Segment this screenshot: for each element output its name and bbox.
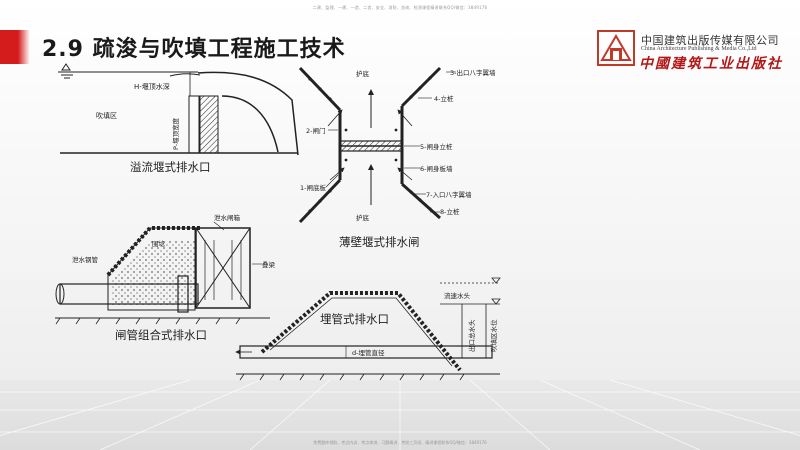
floor-grid: [0, 380, 800, 450]
label-pipe-diameter: d-埋管直径: [352, 348, 385, 357]
label-weir-levee: 围埝: [152, 239, 166, 248]
label-gate-wall: 6-闸身板墙: [420, 164, 453, 173]
caption-gate-pipe: 闸管组合式排水口: [115, 328, 207, 342]
label-weir-width: P-堰顶宽度: [171, 117, 180, 150]
buried-pipe-outlet-diagram: d-埋管直径 流速水头 出口总水头 吹填区水位 埋管式排水口: [235, 277, 501, 381]
label-protect-top: 护底: [356, 69, 370, 78]
title-accent-fade: [18, 30, 30, 64]
label-gate-floor: 1-闸底板: [300, 183, 326, 192]
publisher-logo-icon: [597, 30, 635, 66]
label-inlet-wing: 7-入口八字翼墙: [426, 190, 472, 199]
label-protect-bottom: 护底: [356, 213, 370, 222]
label-outlet-head: 出口总水头: [467, 319, 476, 352]
title-accent-bar: [0, 30, 18, 64]
label-weir-head: H-堰顶水深: [134, 82, 170, 91]
label-post-8: 8-立桩: [440, 207, 460, 216]
label-gate-box: 泄水闸箱: [214, 213, 241, 222]
label-stop-logs: 叠梁: [262, 260, 276, 269]
top-contact-note: 二建、监理、一建、一造、二造、安全、消防、咨询、检测课程精讲联系QQ/微信：38…: [312, 5, 488, 10]
label-gate-post: 5-闸身立桩: [420, 142, 453, 151]
publisher-calligraphy: 中國建筑工业出版社: [639, 56, 783, 72]
thin-wall-gate-diagram: 护底 护底 1-闸底板 2-闸门 3-出口八字翼墙 4-立桩 5-闸身立桩 6-…: [298, 66, 496, 249]
caption-thin-wall-gate: 薄壁堰式排水闸: [339, 235, 420, 249]
label-outlet-wing: 3-出口八字翼墙: [450, 68, 496, 77]
label-post-4: 4-立桩: [434, 94, 454, 103]
label-fill-level: 吹填区水位: [489, 319, 498, 352]
publisher-name-en: China Architecture Publishing & Media Co…: [641, 46, 757, 52]
floor-background: [0, 380, 800, 450]
label-fill-area: 吹填区: [96, 111, 117, 120]
gate-pipe-outlet-diagram: 泄水闸箱 围埝 泄水钢管 叠梁 闸管组合式排水口: [55, 213, 276, 342]
caption-buried-pipe: 埋管式排水口: [320, 312, 389, 326]
bottom-contact-note: 免费题库领取、考点内训、考点串讲、习题精讲、考前三页纸、精讲课程联系QQ/微信：…: [313, 440, 487, 445]
caption-overflow-weir: 溢流堰式排水口: [130, 160, 211, 174]
page-title: 2.9 疏浚与吹填工程施工技术: [42, 37, 346, 62]
publisher-name-cn: 中国建筑出版传媒有限公司: [641, 34, 779, 47]
label-flow-head: 流速水头: [444, 291, 471, 300]
slide-background: [0, 0, 800, 380]
overflow-weir-diagram: H-堰顶水深 吹填区 P-堰顶宽度 溢流堰式排水口: [58, 63, 299, 174]
label-gate-door: 2-闸门: [306, 126, 325, 135]
label-steel-pipe: 泄水钢管: [72, 255, 99, 264]
